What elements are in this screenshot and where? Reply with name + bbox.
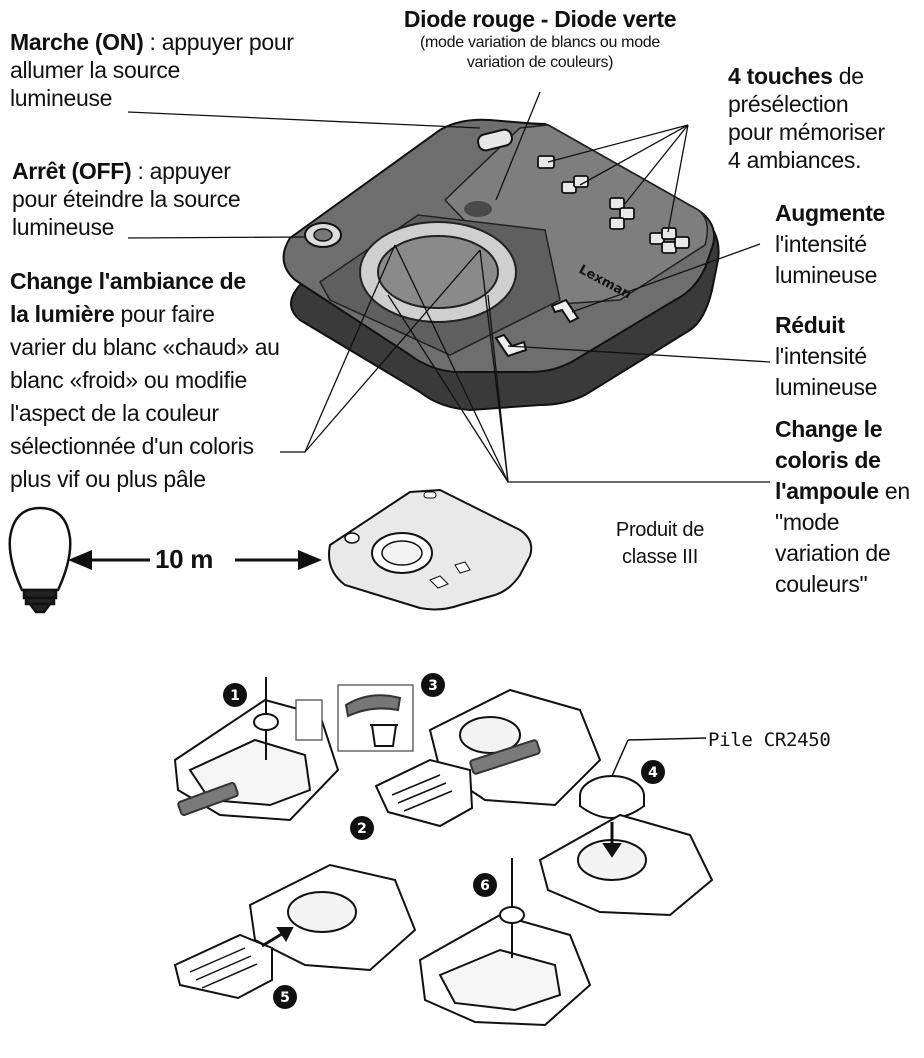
step-3: 3 xyxy=(428,678,438,694)
battery-steps-illustration xyxy=(173,677,714,1027)
label-touches: 4 touches de présélection pour mémoriser… xyxy=(728,63,885,173)
step-6: 6 xyxy=(480,878,490,894)
label-augmente: Augmente l'intensité lumineuse xyxy=(775,200,886,288)
label-coloris: Change le coloris de l'ampoule en "mode … xyxy=(775,416,910,597)
step-1: 1 xyxy=(230,688,240,704)
product-class: Produit de classe III xyxy=(615,519,705,568)
label-off: Arrêt (OFF) : appuyer pour éteindre la s… xyxy=(12,158,241,240)
small-remote xyxy=(328,488,533,611)
label-reduit: Réduit l'intensité lumineuse xyxy=(775,312,878,400)
distance-label: 10 m xyxy=(155,544,214,574)
battery-label: Pile CR2450 xyxy=(708,729,831,751)
distance-arrows xyxy=(68,550,322,570)
step-4: 4 xyxy=(648,765,658,781)
label-diode: Diode rouge - Diode verte (mode variatio… xyxy=(403,6,677,71)
bulb-icon xyxy=(8,506,72,614)
step-2: 2 xyxy=(357,821,367,837)
remote-body: Lexman xyxy=(282,118,720,412)
step-5: 5 xyxy=(280,990,290,1006)
label-ambiance: Change l'ambiance de la lumière pour fai… xyxy=(10,268,280,492)
step-markers xyxy=(223,673,665,1009)
leader-lines xyxy=(127,91,771,483)
label-on: Marche (ON) : appuyer pour allumer la so… xyxy=(10,29,294,111)
